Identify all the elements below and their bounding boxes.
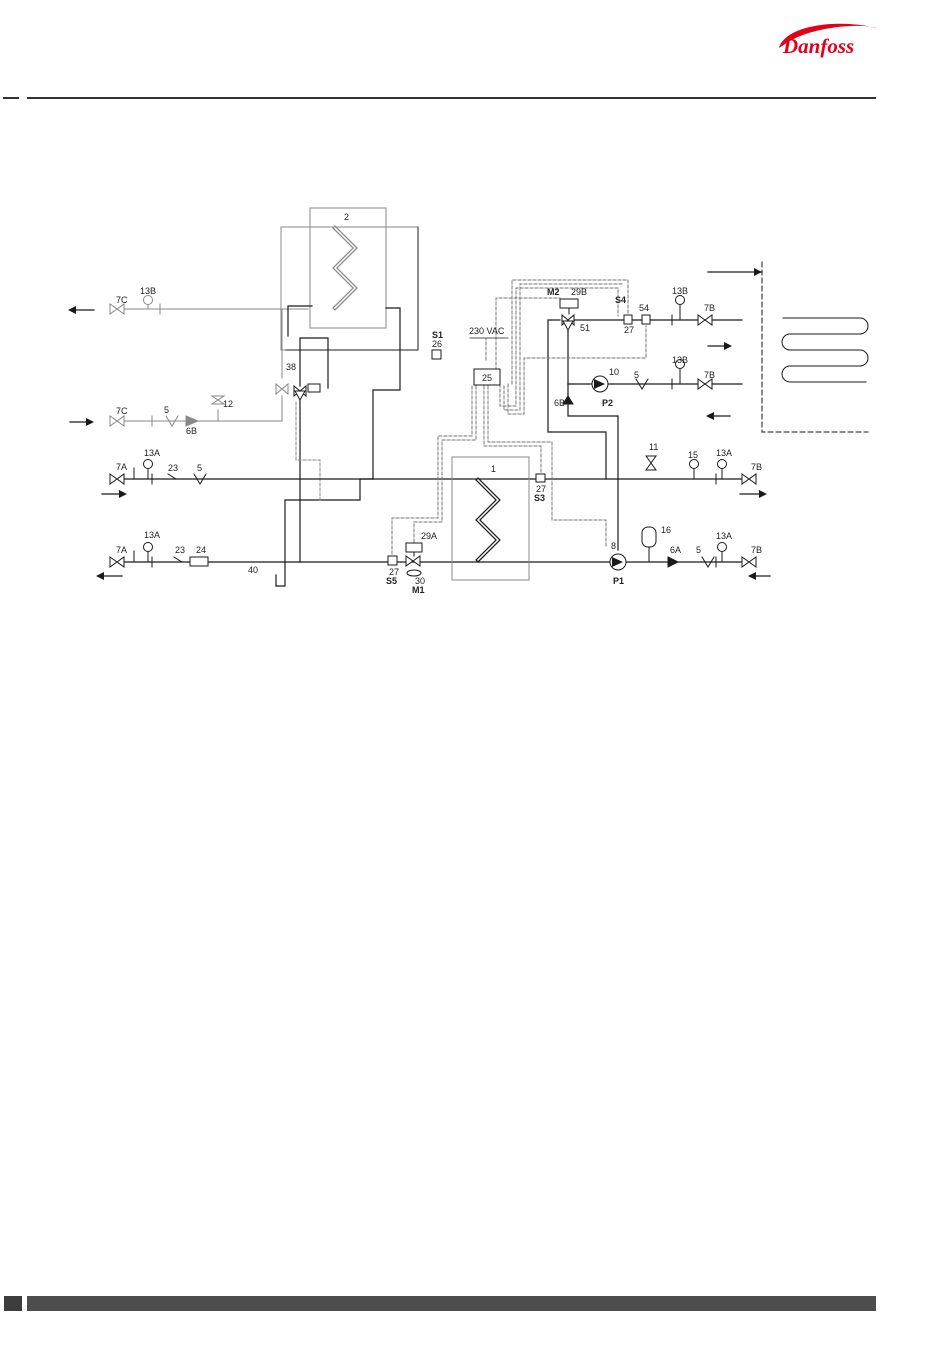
label-6a: 6A xyxy=(670,545,681,555)
label-hx2: 2 xyxy=(344,212,349,222)
label-23-bot: 23 xyxy=(175,545,185,555)
label-29a: 29A xyxy=(421,531,437,541)
label-24: 24 xyxy=(196,545,206,555)
footer-bar xyxy=(27,1296,876,1311)
label-13a-right: 13A xyxy=(716,448,732,458)
label-13b-left: 13B xyxy=(140,286,156,296)
label-40: 40 xyxy=(248,565,258,575)
label-7b-top: 7B xyxy=(704,303,715,313)
label-hx1: 1 xyxy=(491,464,496,474)
label-27-top: 27 xyxy=(624,325,634,335)
label-51: 51 xyxy=(580,323,590,333)
label-7c-bot: 7C xyxy=(116,406,128,416)
hx1-coil xyxy=(478,480,498,560)
label-6b-left: 6B xyxy=(186,426,197,436)
label-7b-mid: 7B xyxy=(704,370,715,380)
floor-heating-boundary xyxy=(762,262,868,432)
label-13b-top: 13B xyxy=(672,286,688,296)
filter-24 xyxy=(190,557,208,566)
actuator-38 xyxy=(308,384,320,392)
label-7b-sup: 7B xyxy=(751,462,762,472)
label-23-top: 23 xyxy=(168,463,178,473)
label-15: 15 xyxy=(688,450,698,460)
hx2-outer xyxy=(310,208,386,328)
label-12: 12 xyxy=(223,399,233,409)
label-230vac: 230 VAC xyxy=(469,326,505,336)
sensor-s4 xyxy=(624,315,632,324)
label-5-sup: 5 xyxy=(197,463,202,473)
logo-text: Danfoss xyxy=(782,34,854,58)
footer-block xyxy=(4,1296,22,1311)
control-cables xyxy=(392,280,646,556)
label-13a-ret: 13A xyxy=(716,531,732,541)
label-13a-bot: 13A xyxy=(144,530,160,540)
label-7c-top: 7C xyxy=(116,295,128,305)
label-m2: M2 xyxy=(547,287,560,297)
actuator-m2 xyxy=(560,299,578,308)
label-38: 38 xyxy=(286,362,296,372)
sensor-s1 xyxy=(432,350,441,359)
label-8: 8 xyxy=(611,541,616,551)
actuator-m1 xyxy=(406,543,422,552)
label-p1: P1 xyxy=(613,576,624,586)
label-7a-bot: 7A xyxy=(116,545,127,555)
label-s3: S3 xyxy=(534,493,545,503)
header-rule-short xyxy=(3,97,19,99)
label-16: 16 xyxy=(661,525,671,535)
label-controller: 25 xyxy=(482,373,492,383)
label-13b-mid: 13B xyxy=(672,355,688,365)
label-s4: S4 xyxy=(615,295,626,305)
label-5-mid: 5 xyxy=(634,370,639,380)
danfoss-logo: Danfoss xyxy=(775,20,883,62)
label-11: 11 xyxy=(649,442,658,452)
sensor-s5 xyxy=(388,556,397,565)
label-29b: 29B xyxy=(571,287,587,297)
expansion-vessel xyxy=(642,527,656,547)
label-13a-top: 13A xyxy=(144,448,160,458)
label-p2: P2 xyxy=(602,398,613,408)
header-rule xyxy=(27,97,876,99)
label-m1: M1 xyxy=(412,585,425,595)
floor-heating-loop xyxy=(782,318,868,382)
label-7b-ret: 7B xyxy=(751,545,762,555)
sensor-s3 xyxy=(536,474,545,482)
label-5-left: 5 xyxy=(164,405,169,415)
label-26: 26 xyxy=(432,339,442,349)
label-10: 10 xyxy=(609,367,619,377)
label-5-ret: 5 xyxy=(696,545,701,555)
label-54: 54 xyxy=(639,303,649,313)
label-s5: S5 xyxy=(386,576,397,586)
hx2-primary-supply xyxy=(373,308,400,479)
label-6b-right: 6B xyxy=(554,398,565,408)
hx2-housing xyxy=(281,227,418,350)
piping-schematic: 2 1 S1 26 230 VAC 25 M2 29B S4 54 27 51 … xyxy=(0,190,950,610)
label-7a-top: 7A xyxy=(116,462,127,472)
hx2-coil xyxy=(335,228,355,308)
